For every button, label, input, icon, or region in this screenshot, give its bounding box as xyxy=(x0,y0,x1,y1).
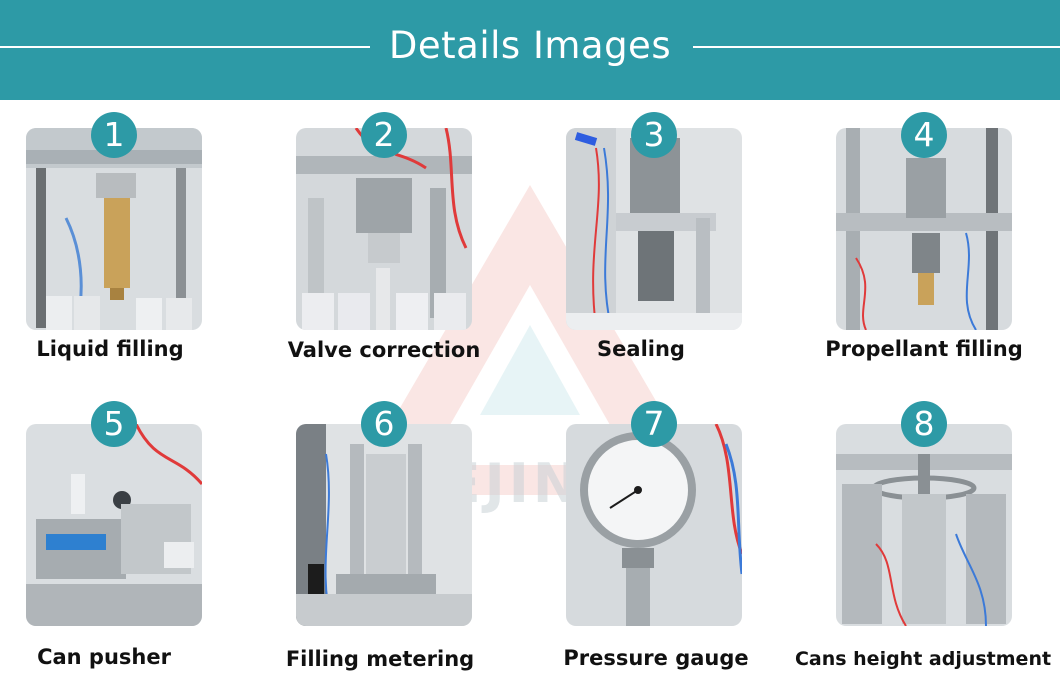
step-badge-8: 8 xyxy=(901,401,947,447)
caption-pressure-gauge: Pressure gauge xyxy=(563,646,749,670)
step-badge-5: 5 xyxy=(91,401,137,447)
caption-sealing: Sealing xyxy=(597,337,685,361)
caption-can-pusher: Can pusher xyxy=(37,645,171,669)
photo-can-pusher xyxy=(26,424,202,626)
photo-sealing xyxy=(566,128,742,330)
caption-filling-metering: Filling metering xyxy=(285,647,475,671)
photo-pressure-gauge xyxy=(566,424,742,626)
step-badge-6: 6 xyxy=(361,401,407,447)
step-badge-4: 4 xyxy=(901,112,947,158)
caption-valve-correction: Valve correction xyxy=(287,338,481,362)
header-rule-left xyxy=(0,46,370,48)
caption-cans-height-adjustment: Cans height adjustment xyxy=(794,648,1052,670)
caption-liquid-filling: Liquid filling xyxy=(36,337,184,361)
photo-liquid-filling xyxy=(26,128,202,330)
step-badge-2: 2 xyxy=(361,112,407,158)
step-badge-3: 3 xyxy=(631,112,677,158)
page-title: Details Images xyxy=(388,24,672,67)
photo-filling-metering xyxy=(296,424,472,626)
header-banner: Details Images xyxy=(0,0,1060,100)
photo-propellant-filling xyxy=(836,128,1012,330)
caption-propellant-filling: Propellant filling xyxy=(825,337,1023,361)
photo-valve-correction xyxy=(296,128,472,330)
photo-cans-height-adjustment xyxy=(836,424,1012,626)
step-badge-7: 7 xyxy=(631,401,677,447)
step-badge-1: 1 xyxy=(91,112,137,158)
header-rule-right xyxy=(693,46,1060,48)
